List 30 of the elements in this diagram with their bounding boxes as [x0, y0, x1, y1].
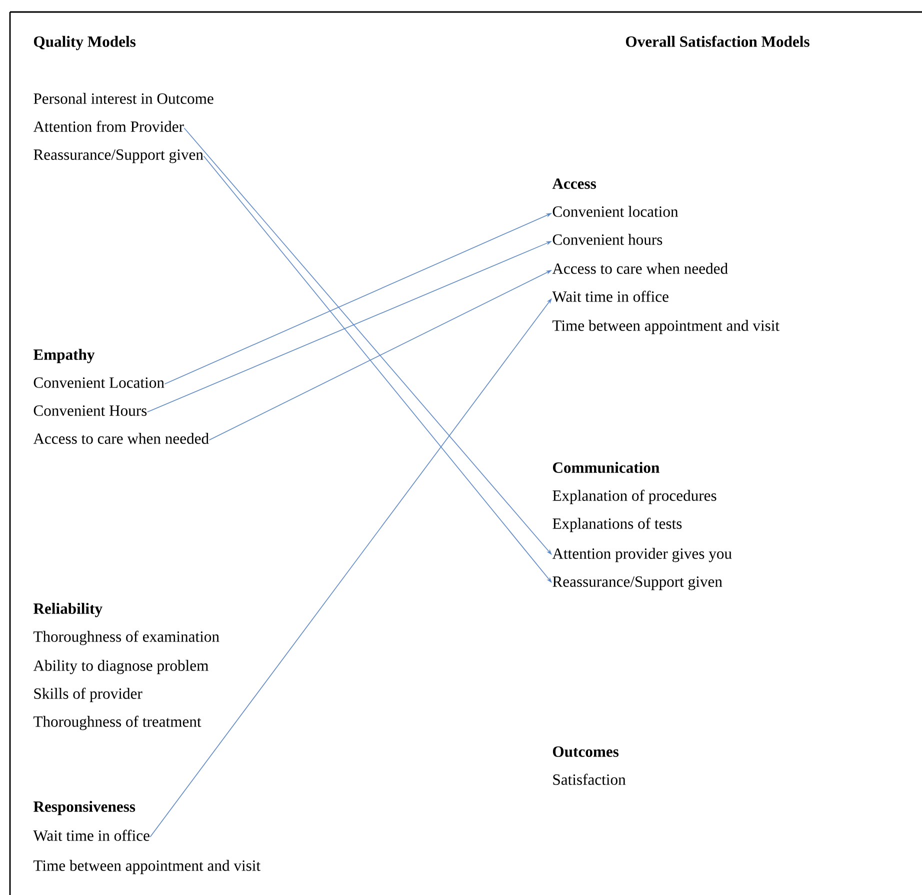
list-item: Time between appointment and visit — [34, 860, 260, 874]
list-item: Reassurance/Support given — [552, 576, 722, 590]
list-item: Skills of provider — [34, 688, 142, 702]
list-item: Wait time in office — [552, 290, 668, 302]
list-item: Convenient location — [552, 206, 678, 217]
list-item: Ability to diagnose problem — [33, 660, 208, 674]
heading: Responsiveness — [33, 800, 136, 816]
list-item: Personal interest in Outcome — [34, 92, 214, 104]
list-item: Reassurance/Support given — [34, 149, 204, 164]
list-item: Convenient Hours — [34, 405, 147, 416]
list-item: Convenient Location — [34, 377, 164, 388]
list-item: Access to care when needed — [33, 432, 209, 444]
list-item: Attention provider gives you — [552, 548, 732, 562]
heading: Overall Satisfaction Models — [626, 36, 810, 47]
list-item: Thoroughness of examination — [34, 630, 220, 646]
list-item: Wait time in office — [33, 830, 150, 841]
heading: Reliability — [33, 602, 102, 618]
list-item: Time between appointment and visit — [552, 320, 780, 334]
list-item: Satisfaction — [553, 774, 626, 785]
list-item: Convenient hours — [552, 234, 662, 245]
list-item: Explanations of tests — [552, 518, 682, 532]
heading: Access — [552, 178, 596, 189]
list-item: Attention from Provider — [33, 120, 184, 132]
heading: Outcomes — [552, 746, 619, 757]
list-item: Explanation of procedures — [552, 490, 716, 504]
heading: Quality Models — [34, 36, 136, 50]
heading: Empathy — [33, 348, 95, 364]
list-item: Thoroughness of treatment — [34, 716, 202, 730]
list-item: Access to care when needed — [552, 262, 728, 274]
heading: Communication — [552, 462, 660, 473]
